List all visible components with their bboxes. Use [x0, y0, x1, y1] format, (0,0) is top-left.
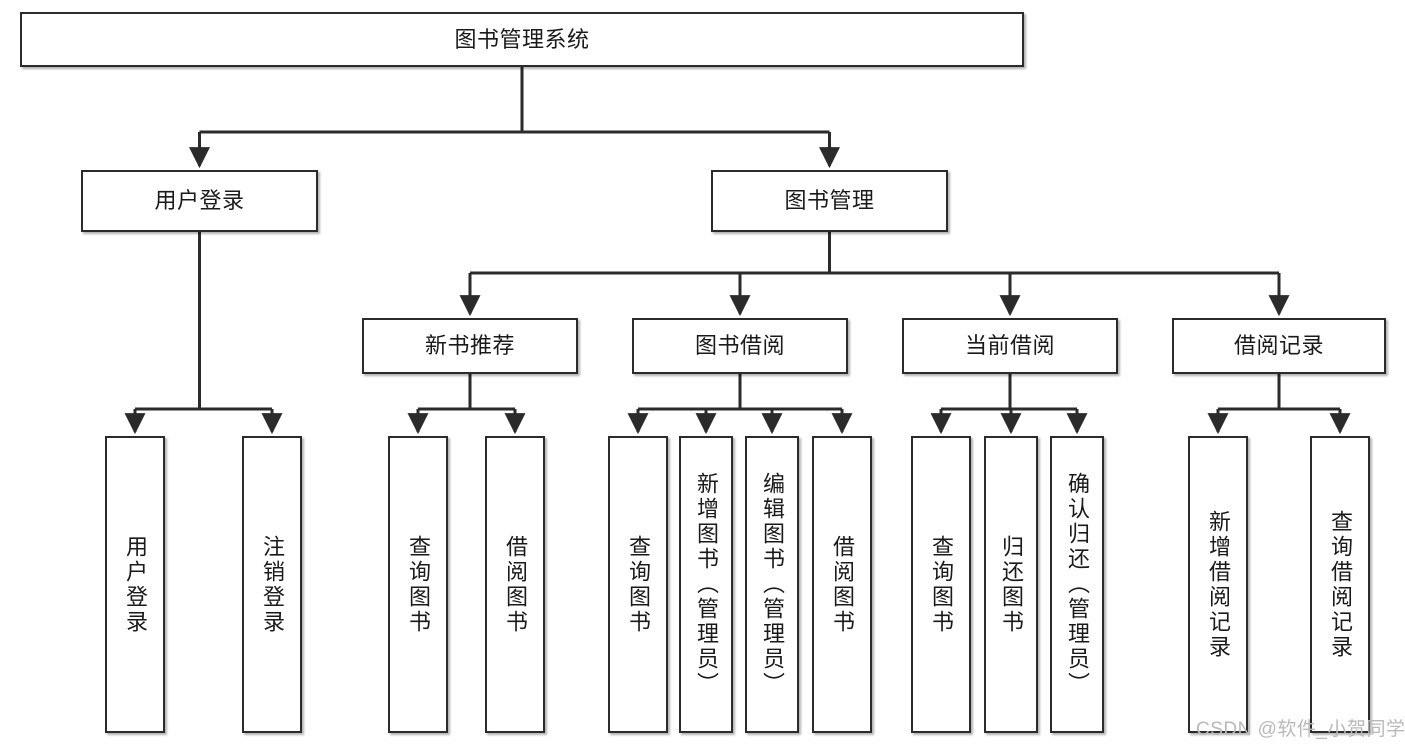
level3-node-box[interactable]: 借阅记录 — [1172, 318, 1386, 374]
level2-node-label: 用户登录 — [154, 188, 245, 214]
leaf-node-box[interactable]: 注销登录 — [242, 436, 302, 733]
root-node-box[interactable]: 图书管理系统 — [20, 12, 1024, 67]
level3-node-box[interactable]: 当前借阅 — [902, 318, 1118, 374]
leaf-node-label: 借阅图书 — [829, 534, 855, 635]
level3-node-label: 图书借阅 — [694, 333, 785, 359]
leaf-node-box[interactable]: 查询图书 — [608, 436, 668, 733]
leaf-node-box[interactable]: 新增图书（管理员） — [679, 436, 733, 733]
level3-node-box[interactable]: 图书借阅 — [632, 318, 848, 374]
level3-node-box[interactable]: 新书推荐 — [362, 318, 578, 374]
leaf-node-label: 注销登录 — [259, 534, 285, 635]
level2-node-box[interactable]: 图书管理 — [711, 170, 948, 232]
leaf-node-label: 查询图书 — [928, 534, 954, 635]
leaf-node-label: 新增图书（管理员） — [693, 472, 719, 697]
leaf-node-label: 借阅图书 — [502, 534, 528, 635]
leaf-node-box[interactable]: 借阅图书 — [812, 436, 872, 733]
leaf-node-box[interactable]: 查询借阅记录 — [1310, 436, 1370, 733]
root-node-label: 图书管理系统 — [454, 26, 590, 52]
leaf-node-label: 查询图书 — [405, 534, 431, 635]
level3-node-label: 借阅记录 — [1233, 333, 1324, 359]
leaf-node-label: 编辑图书（管理员） — [759, 472, 785, 697]
level2-node-box[interactable]: 用户登录 — [81, 170, 318, 232]
level2-node-label: 图书管理 — [784, 188, 875, 214]
leaf-node-label: 新增借阅记录 — [1205, 509, 1231, 660]
leaf-node-label: 查询借阅记录 — [1327, 509, 1353, 660]
leaf-node-box[interactable]: 借阅图书 — [485, 436, 545, 733]
leaf-node-box[interactable]: 编辑图书（管理员） — [745, 436, 799, 733]
leaf-node-box[interactable]: 确认归还（管理员） — [1050, 436, 1104, 733]
level3-node-label: 当前借阅 — [964, 333, 1055, 359]
leaf-node-label: 归还图书 — [998, 534, 1024, 635]
leaf-node-box[interactable]: 查询图书 — [911, 436, 971, 733]
leaf-node-box[interactable]: 新增借阅记录 — [1188, 436, 1248, 733]
leaf-node-box[interactable]: 归还图书 — [984, 436, 1038, 733]
leaf-node-label: 查询图书 — [625, 534, 651, 635]
leaf-node-label: 用户登录 — [122, 534, 148, 635]
leaf-node-label: 确认归还（管理员） — [1064, 472, 1090, 697]
level3-node-label: 新书推荐 — [424, 333, 515, 359]
leaf-node-box[interactable]: 查询图书 — [388, 436, 448, 733]
leaf-node-box[interactable]: 用户登录 — [105, 436, 165, 733]
